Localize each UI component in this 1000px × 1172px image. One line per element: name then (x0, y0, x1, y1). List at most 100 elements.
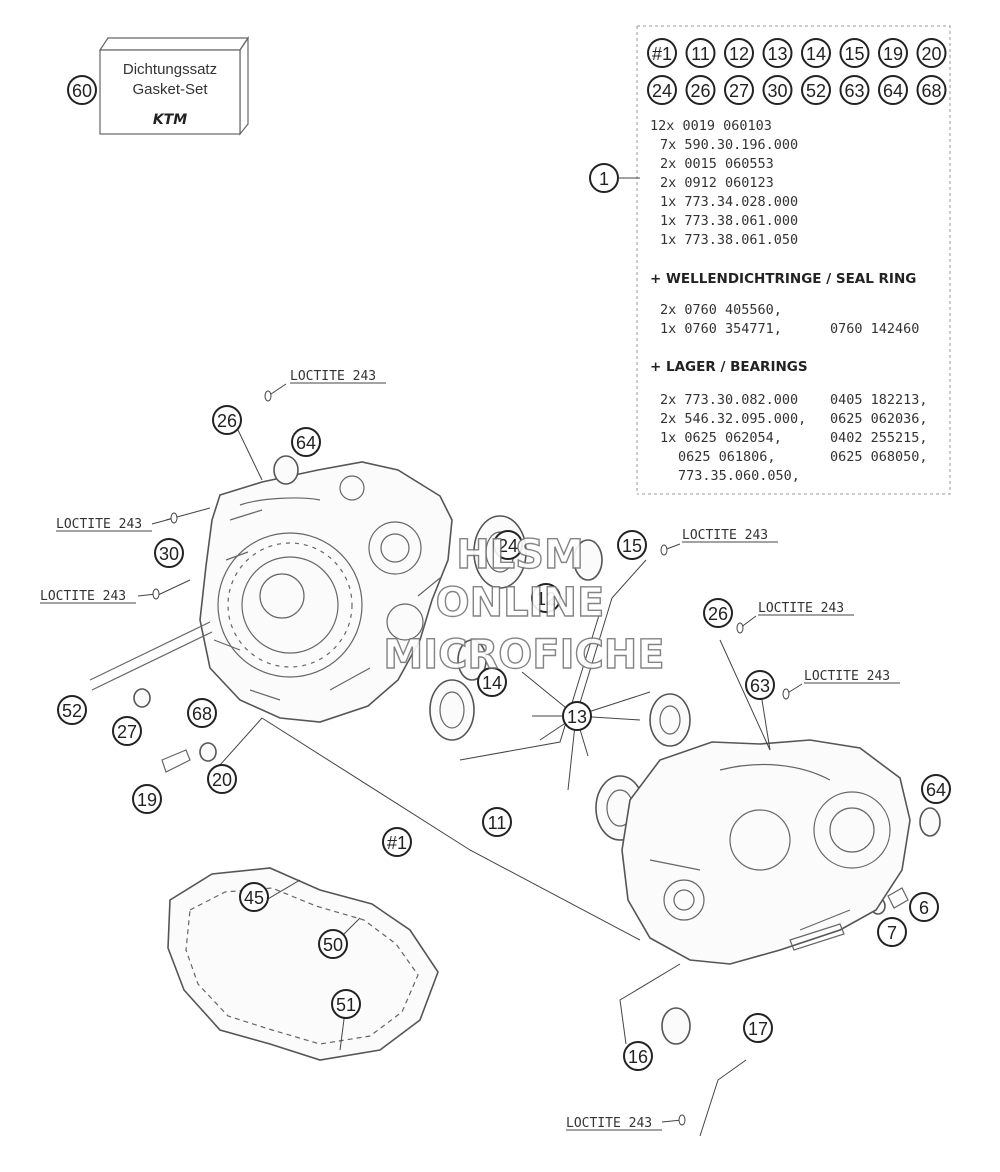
panel-ref-20[interactable]: 20 (916, 38, 947, 68)
callout-14[interactable]: 14 (477, 667, 507, 697)
panel-ref-label: 27 (729, 81, 749, 101)
callout-label: 64 (296, 433, 316, 453)
callout-60[interactable]: 60 (67, 75, 97, 105)
panel-ref-12[interactable]: 12 (724, 38, 754, 68)
panel-ref-15[interactable]: 15 (839, 38, 870, 68)
callout-19[interactable]: 19 (132, 784, 162, 814)
panel-ref-30[interactable]: 30 (762, 75, 793, 105)
callout-label: 68 (192, 704, 212, 724)
callout-label: 50 (323, 935, 343, 955)
callout-7[interactable]: 7 (877, 917, 907, 947)
bearing-item: 773.35.060.050, (678, 468, 800, 484)
callout-label: 20 (212, 770, 232, 790)
included-refs-row-2: 24 26 27 30 52 63 64 68 (647, 75, 947, 105)
right-crankcase-half (621, 739, 911, 965)
loctite-label: LOCTITE 243 (736, 601, 854, 634)
callout-26[interactable]: 26 (212, 405, 242, 435)
watermark: HLSM ONLINE MICROFICHE (383, 531, 666, 678)
panel-ref-11[interactable]: 11 (685, 38, 716, 68)
panel-ref-label: 63 (844, 81, 864, 101)
loctite-label: LOCTITE 243 (660, 528, 778, 556)
loctite-label: LOCTITE 243 (40, 588, 160, 604)
callout-1[interactable]: 1 (589, 163, 640, 193)
kit-line: 2x 0912 060123 (660, 175, 774, 191)
callout-27[interactable]: 27 (112, 716, 142, 746)
panel-ref-26[interactable]: 26 (685, 75, 716, 105)
callout-label: 45 (244, 888, 264, 908)
callout-label: 30 (159, 544, 179, 564)
gasket-set-box: Dichtungssatz Gasket-Set KTM (98, 36, 250, 136)
panel-ref-24[interactable]: 24 (647, 75, 677, 105)
loctite-label: LOCTITE 243 (782, 669, 900, 700)
loctite-text: LOCTITE 243 (804, 669, 890, 684)
callout-52[interactable]: 52 (57, 695, 87, 725)
callout-n1[interactable]: #1 (382, 827, 412, 857)
panel-ref-label: 30 (767, 81, 787, 101)
callout-11[interactable]: 11 (482, 807, 512, 837)
callout-17[interactable]: 17 (743, 1013, 773, 1043)
callout-label: 14 (482, 673, 502, 693)
panel-ref-label: 14 (806, 44, 826, 64)
bearings-heading: + LAGER / BEARINGS (650, 359, 808, 375)
callout-16[interactable]: 16 (623, 1041, 653, 1071)
callout-label: 26 (708, 604, 728, 624)
kit-line: 2x 0015 060553 (660, 156, 774, 172)
panel-ref-label: 26 (690, 81, 710, 101)
callout-64[interactable]: 64 (291, 427, 321, 457)
callout-63[interactable]: 63 (745, 670, 775, 700)
panel-ref-label: 12 (729, 44, 749, 64)
callout-15[interactable]: 15 (617, 530, 647, 560)
panel-ref-52[interactable]: 52 (801, 75, 831, 105)
callout-label: 51 (336, 995, 356, 1015)
panel-ref-label: 13 (767, 44, 787, 64)
bearing-item: 0625 062036, (830, 411, 928, 427)
callout-6[interactable]: 6 (909, 892, 939, 922)
callout-64[interactable]: 64 (921, 774, 951, 804)
panel-ref-13[interactable]: 13 (762, 38, 793, 68)
panel-ref-label: #1 (652, 44, 672, 64)
callout-label: 16 (628, 1047, 648, 1067)
callout-label: 15 (622, 536, 642, 556)
callout-12[interactable]: 12 (531, 583, 561, 613)
kit-line: 12x 0019 060103 (650, 118, 772, 134)
panel-ref-n1[interactable]: #1 (647, 38, 677, 68)
callout-50[interactable]: 50 (318, 929, 348, 959)
panel-ref-19[interactable]: 19 (878, 38, 908, 68)
loctite-label: LOCTITE 243 (264, 369, 386, 402)
bearing-item: 2x 546.32.095.000, (660, 411, 806, 427)
panel-ref-27[interactable]: 27 (724, 75, 754, 105)
callout-30[interactable]: 30 (154, 538, 184, 568)
callout-label: 24 (498, 536, 518, 556)
callout-20[interactable]: 20 (207, 764, 237, 794)
watermark-line-1: HLSM (456, 532, 584, 578)
panel-ref-63[interactable]: 63 (839, 75, 870, 105)
callout-68[interactable]: 68 (187, 698, 217, 728)
loctite-text: LOCTITE 243 (758, 601, 844, 616)
seal-ring-item: 2x 0760 405560, (660, 302, 782, 318)
panel-ref-68[interactable]: 68 (916, 75, 947, 105)
panel-ref-label: 15 (844, 44, 864, 64)
callout-24[interactable]: 24 (493, 530, 523, 560)
kit-line: 7x 590.30.196.000 (660, 137, 798, 153)
callouts: 26 64 30 52 27 68 20 19 24 12 14 13 15 11 #1 26 63 64 6 7 45… (57, 405, 951, 1071)
callout-label: 19 (137, 790, 157, 810)
callout-45[interactable]: 45 (239, 882, 269, 912)
bearing-item: 0402 255215, (830, 430, 928, 446)
panel-ref-14[interactable]: 14 (801, 38, 831, 68)
shaft-and-pins (89, 621, 909, 909)
svg-text:60: 60 (72, 81, 92, 101)
callout-label: 6 (919, 898, 929, 918)
callout-label: 12 (536, 589, 556, 609)
callout-label: 11 (488, 813, 507, 833)
bearing-item: 2x 773.30.082.000 (660, 392, 798, 408)
panel-ref-label: 19 (883, 44, 903, 64)
callout-26[interactable]: 26 (703, 598, 733, 628)
panel-ref-label: 11 (691, 44, 710, 64)
callout-13[interactable]: 13 (562, 701, 592, 731)
kit-line: 1x 773.34.028.000 (660, 194, 798, 210)
callout-label: 7 (887, 923, 897, 943)
panel-ref-64[interactable]: 64 (878, 75, 908, 105)
callout-51[interactable]: 51 (331, 989, 361, 1019)
callout-label: 64 (926, 780, 946, 800)
part-list-panel: #1 11 12 13 14 15 19 20 24 26 27 30 52 63 64 68 1 12x … (589, 25, 951, 495)
